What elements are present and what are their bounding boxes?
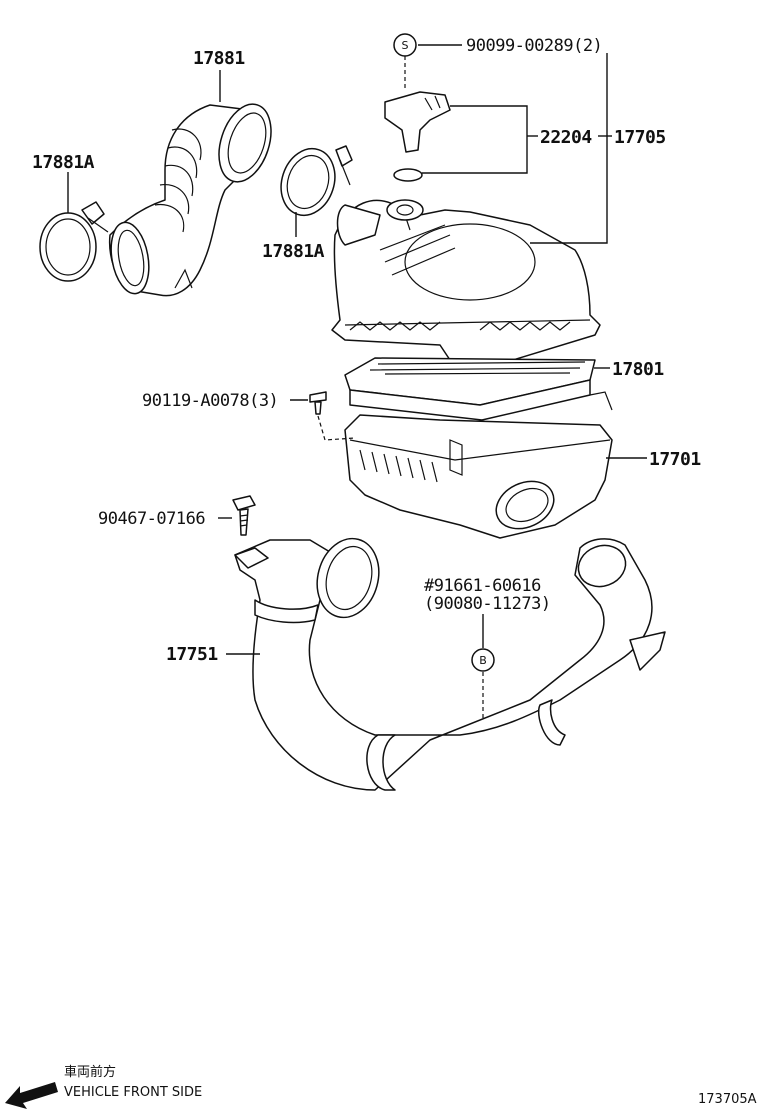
figure-id: 173705A — [698, 1092, 757, 1107]
label-17881a-right: 17881A — [262, 241, 325, 262]
clamp-17881a-left — [39, 201, 109, 282]
label-17801: 17801 — [612, 359, 664, 380]
intake-pipe-17751 — [234, 537, 666, 791]
intake-hose-17881 — [108, 103, 272, 297]
label-90467: 90467-07166 — [98, 509, 205, 529]
filter-element-17801 — [344, 357, 596, 421]
svg-text:B: B — [479, 654, 487, 667]
label-17705: 17705 — [614, 127, 666, 148]
label-90119: 90119-A0078(3) — [142, 391, 278, 411]
clamp-17881a-right — [280, 145, 353, 217]
screw-90119 — [309, 391, 356, 441]
label-17881a-left: 17881A — [32, 152, 95, 173]
marker-s: S — [393, 33, 417, 57]
label-17751: 17751 — [166, 644, 218, 665]
vehicle-front-indicator: 車両前方 VEHICLE FRONT SIDE — [5, 1064, 202, 1109]
direction-en-label: VEHICLE FRONT SIDE — [64, 1085, 202, 1100]
air-cleaner-cap-17705 — [331, 199, 601, 371]
label-90080: (90080-11273) — [424, 594, 551, 614]
svg-text:S: S — [402, 39, 409, 52]
airflow-sensor-22204 — [384, 91, 451, 182]
marker-b: B — [471, 648, 495, 672]
label-22204: 22204 — [540, 127, 592, 148]
label-91661: #91661-60616 — [424, 576, 541, 596]
air-cleaner-case-17701 — [344, 391, 613, 539]
arrow-left-icon — [5, 1082, 58, 1109]
leader-lines — [67, 44, 647, 718]
direction-jp-label: 車両前方 — [64, 1064, 116, 1080]
label-17881: 17881 — [193, 48, 245, 69]
label-90099: 90099-00289(2) — [466, 36, 602, 56]
label-17701: 17701 — [649, 449, 701, 470]
bolt-90467 — [232, 495, 256, 536]
